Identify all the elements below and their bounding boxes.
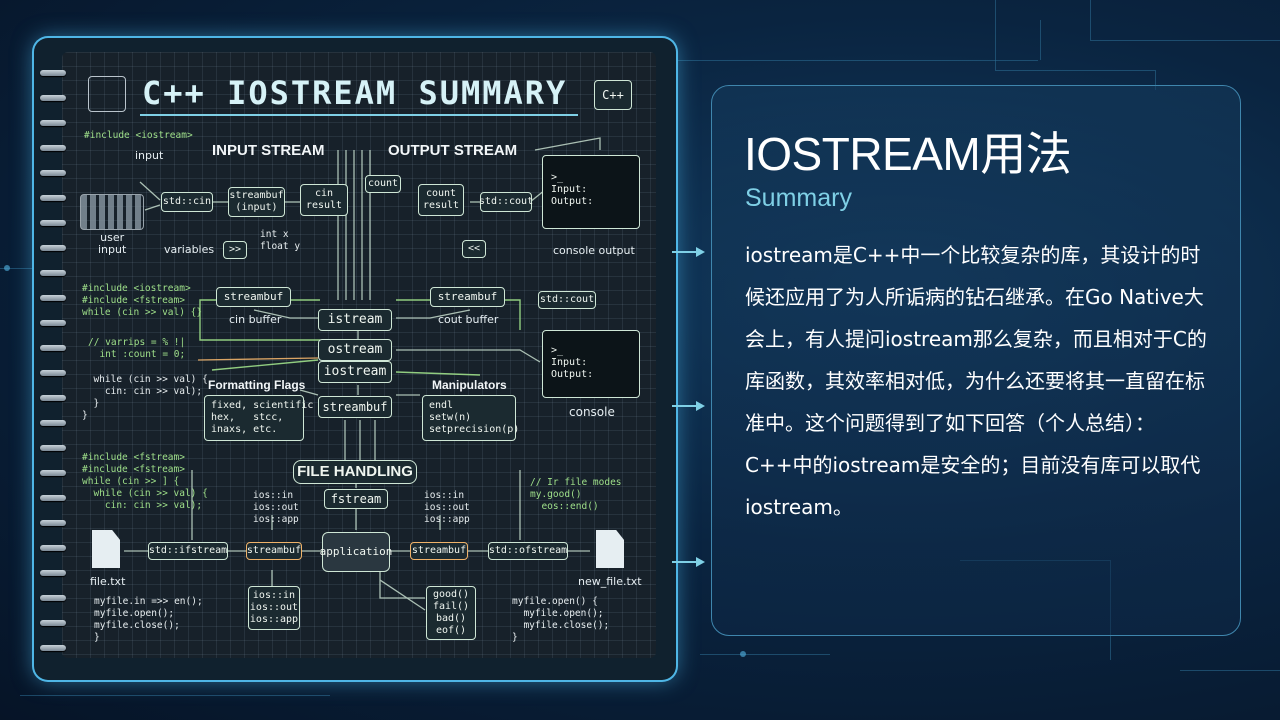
- fstream-box: fstream: [324, 489, 388, 509]
- arrow-right-icon: [672, 247, 705, 257]
- spiral-ring: [40, 370, 66, 376]
- iostream-box: iostream: [318, 361, 392, 383]
- spiral-ring: [40, 620, 66, 626]
- card-subtitle: Summary: [745, 184, 852, 212]
- console-output-label: console output: [553, 244, 635, 257]
- spiral-ring: [40, 645, 66, 651]
- file-txt-label: file.txt: [90, 575, 126, 588]
- spiral-ring: [40, 345, 66, 351]
- input-label: input: [135, 149, 164, 162]
- console-window: >_ Input: Output:: [542, 330, 640, 398]
- arrow-right-icon: [672, 557, 705, 567]
- spiral-ring: [40, 195, 66, 201]
- code-block-1-text: #include <iostream> #include <fstream> w…: [82, 283, 203, 318]
- spiral-ring: [40, 595, 66, 601]
- manipulators-box: endl setw(n) setprecision(p): [422, 395, 519, 441]
- extract-operator-box: >>: [223, 241, 247, 259]
- spiral-ring: [40, 145, 66, 151]
- spiral-ring: [40, 570, 66, 576]
- std-ifstream-box: std::ifstream: [148, 542, 228, 560]
- std-cout-box: std::cout: [479, 192, 533, 212]
- cpp-badge: C++: [594, 80, 632, 110]
- file-modes-right: ios::in ios::out ios::app: [424, 490, 470, 525]
- code-block-4: #include <fstream> #include <fstream> wh…: [82, 452, 208, 512]
- summary-card: [711, 85, 1241, 636]
- user-input-label: user input: [98, 231, 127, 256]
- count-result-box: count result: [418, 184, 464, 216]
- std-ofstream-box: std::ofstream: [488, 542, 568, 560]
- spiral-ring: [40, 170, 66, 176]
- formatting-flags-box: fixed, scientific hex, stcc, inaxs, etc.: [204, 395, 313, 441]
- variables-label: variables: [164, 243, 215, 256]
- spiral-ring: [40, 220, 66, 226]
- card-body-text: iostream是C++中一个比较复杂的库，其设计的时候还应用了为人所诟病的钻石…: [745, 243, 1207, 519]
- spiral-ring: [40, 245, 66, 251]
- application-box: application: [320, 532, 392, 572]
- insert-operator-box: <<: [462, 240, 486, 258]
- file-modes-comment: // Ir file modes my.good() eos::end(): [530, 477, 622, 512]
- spiral-ring: [40, 320, 66, 326]
- cin-buffer-label: cin buffer: [229, 313, 282, 326]
- spiral-ring: [40, 395, 66, 401]
- spiral-ring: [40, 520, 66, 526]
- keyboard-icon: [80, 194, 144, 230]
- std-cin-box: std::cin: [161, 192, 213, 212]
- ostream-box: ostream: [318, 339, 392, 361]
- file-modes-bottom-box: ios::in ios::out ios::app: [248, 586, 300, 630]
- spiral-ring: [40, 120, 66, 126]
- code-block-2: // varrips = % !| int :count = 0;: [88, 337, 186, 360]
- code-block-4-text: #include <fstream> #include <fstream> wh…: [82, 452, 208, 511]
- spiral-ring: [40, 445, 66, 451]
- card-title: IOSTREAM用法: [744, 128, 1072, 180]
- console-output-window: >_ Input: Output:: [542, 155, 640, 229]
- file-icon: [596, 530, 624, 568]
- output-stream-heading: OUTPUT STREAM: [388, 142, 518, 159]
- file-icon: [92, 530, 120, 568]
- manipulators-heading: Manipulators: [432, 378, 507, 392]
- spiral-ring: [40, 420, 66, 426]
- code-bottom-left: myfile.in =>> en(); myfile.open(); myfil…: [94, 596, 203, 643]
- arrow-right-icon: [672, 401, 705, 411]
- spiral-ring: [40, 295, 66, 301]
- diagram-title: C++ IOSTREAM SUMMARY: [142, 74, 568, 112]
- spiral-ring: [40, 270, 66, 276]
- file-modes-top: ios::in ios::out ios::app: [253, 490, 299, 525]
- istream-box: istream: [318, 309, 392, 331]
- streambuf-center-box: streambuf: [318, 396, 392, 418]
- title-underline: [140, 114, 578, 116]
- streambuf-right-file-box: streambuf: [410, 542, 468, 560]
- spiral-ring: [40, 95, 66, 101]
- console-label: console: [569, 405, 615, 419]
- state-functions-box: good() fail() bad() eof(): [426, 586, 476, 640]
- spiral-ring: [40, 545, 66, 551]
- count-box: count: [365, 175, 401, 193]
- cout-buffer-label: cout buffer: [438, 313, 499, 326]
- cin-result-box: cin result: [300, 184, 348, 216]
- code-block-3: while (cin >> val) { cin: cin >> val); }…: [82, 374, 208, 421]
- file-handling-box: FILE HANDLING: [293, 460, 417, 484]
- code-block-1: #include <iostream> #include <fstream> w…: [82, 283, 202, 319]
- list-icon: [88, 76, 126, 112]
- spiral-ring: [40, 470, 66, 476]
- streambuf-left-file-box: streambuf: [246, 542, 302, 560]
- formatting-flags-heading: Formatting Flags: [208, 378, 306, 392]
- streambuf-input-box: streambuf (input): [228, 187, 285, 217]
- input-stream-heading: INPUT STREAM: [212, 142, 325, 159]
- int-float-code: int x float y: [260, 229, 301, 252]
- std-cout-box-2: std::cout: [538, 291, 596, 309]
- streambuf-left-box: streambuf: [216, 287, 291, 307]
- include-iostream: #include <iostream>: [84, 130, 193, 141]
- code-bottom-right: myfile.open() { myfile.open(); myfile.cl…: [512, 596, 610, 643]
- spiral-ring: [40, 70, 66, 76]
- streambuf-right-box: streambuf: [430, 287, 505, 307]
- spiral-ring: [40, 495, 66, 501]
- new-file-txt-label: new_file.txt: [578, 575, 642, 588]
